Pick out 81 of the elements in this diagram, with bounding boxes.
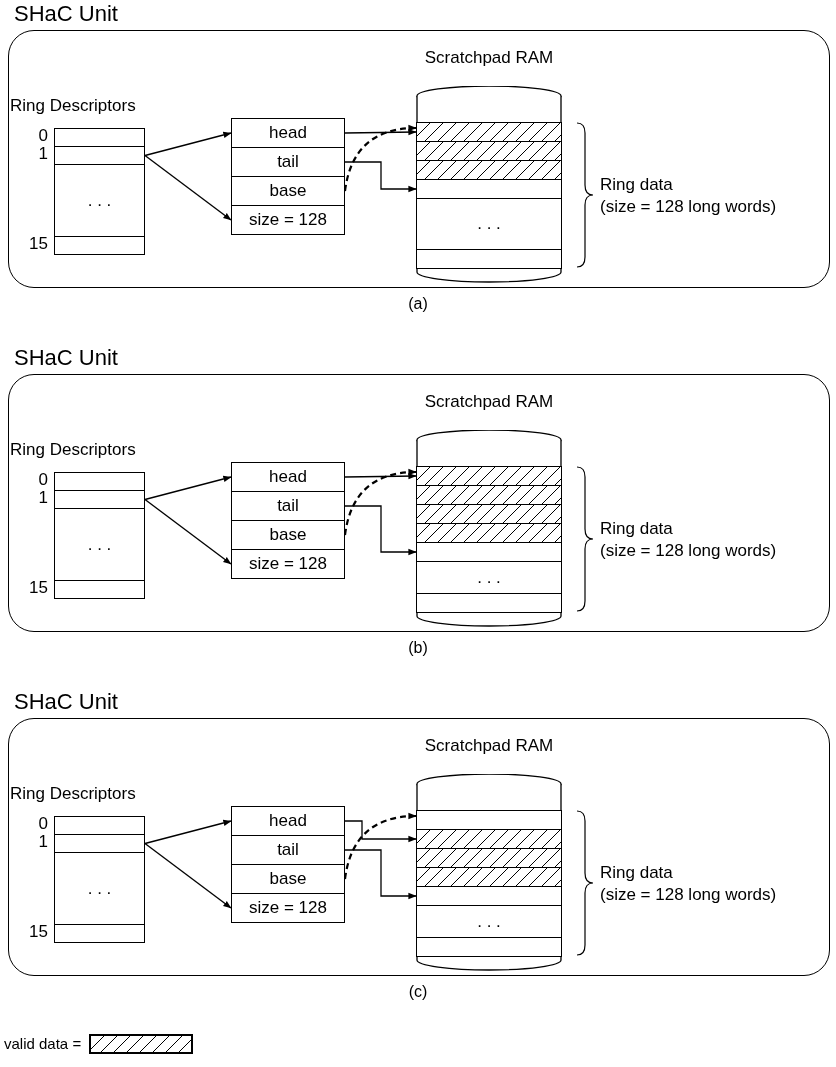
arrow [344,505,417,556]
table-row: . . . [54,164,145,237]
arrow [144,842,232,909]
panel-title: SHaC Unit [14,2,118,26]
memory-row [416,810,562,830]
table-row: . . . [54,852,145,925]
descriptor-field: tail [231,835,345,865]
table-title: Ring Descriptors [10,96,136,116]
hatched-row [416,122,562,142]
descriptor-field: head [231,462,345,492]
table-title: Ring Descriptors [10,440,136,460]
memory-row: . . . [416,198,562,250]
arrow [344,472,417,480]
memory-title: Scratchpad RAM [424,392,554,412]
descriptor-field: tail [231,147,345,177]
hatched-row [416,141,562,161]
table-row [54,580,145,599]
row-index: 15 [29,233,48,254]
panel-caption: (b) [408,638,428,658]
hatched-row [416,829,562,849]
memory-row: . . . [416,561,562,594]
row-index: 0 [38,125,48,146]
memory-row [416,937,562,957]
hatched-row [416,504,562,524]
arrow [144,819,232,845]
arrow [144,131,232,157]
row-index: 1 [38,831,48,852]
table-title: Ring Descriptors [10,784,136,804]
hatched-row [416,466,562,486]
hatched-row [416,867,562,887]
arrow [144,498,232,565]
arrow [344,161,417,193]
descriptor-field: size = 128 [231,893,345,923]
panel-caption: (a) [408,294,428,314]
brace-label: (size = 128 long words) [600,884,777,906]
brace-label: Ring data [600,518,674,540]
brace-label: (size = 128 long words) [600,196,777,218]
row-index: 1 [38,143,48,164]
descriptor-field: base [231,176,345,206]
memory-row [416,593,562,613]
brace-label: (size = 128 long words) [600,540,777,562]
descriptor-field: size = 128 [231,549,345,579]
descriptor-field: base [231,520,345,550]
hatched-row [416,485,562,505]
brace-label: Ring data [600,862,674,884]
table-row [54,924,145,943]
dashed-arrow [343,813,417,880]
memory-title: Scratchpad RAM [424,736,554,756]
brace-label: Ring data [600,174,674,196]
row-index: 15 [29,921,48,942]
panel-title: SHaC Unit [14,346,118,370]
row-index: 0 [38,469,48,490]
row-index: 1 [38,487,48,508]
memory-row [416,886,562,906]
descriptor-field: base [231,864,345,894]
memory-title: Scratchpad RAM [424,48,554,68]
descriptor-field: size = 128 [231,205,345,235]
descriptor-field: head [231,118,345,148]
memory-row [416,249,562,269]
panel-caption: (c) [408,982,428,1002]
memory-row [416,542,562,562]
hatched-row [416,523,562,543]
row-index: 15 [29,577,48,598]
arrow [344,849,417,900]
memory-row: . . . [416,905,562,938]
arrow [144,154,232,221]
arrow [344,128,417,136]
panel-title: SHaC Unit [14,690,118,714]
hatched-row [416,160,562,180]
descriptor-field: head [231,806,345,836]
hatched-row [416,848,562,868]
dashed-arrow [343,125,417,192]
arrow [344,820,417,843]
dashed-arrow [343,469,417,536]
row-index: 0 [38,813,48,834]
arrow [144,475,232,501]
table-row [54,236,145,255]
legend-label: valid data = [4,1034,82,1054]
descriptor-field: tail [231,491,345,521]
memory-row [416,179,562,199]
table-row: . . . [54,508,145,581]
